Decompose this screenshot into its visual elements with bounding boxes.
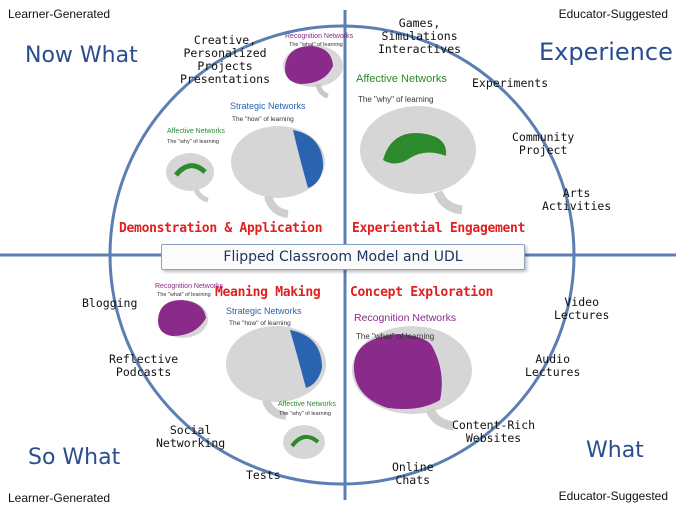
activity-line: Activities (542, 199, 612, 213)
activity-audio-lectures: Audio Lectures (525, 353, 580, 379)
brain-card-title: Strategic Networks (230, 101, 306, 111)
activity-line: Lectures (554, 308, 610, 322)
brain-icon (283, 425, 325, 459)
brain-icon (158, 300, 208, 338)
activity-reflective-podcasts: Reflective Podcasts (109, 353, 178, 379)
corner-label-top-left: Learner-Generated (8, 7, 111, 21)
activity-line: Project (518, 143, 568, 157)
activity-line: Podcasts (115, 365, 172, 379)
brain-card-subtitle: The "how" of learning (232, 116, 294, 123)
activity-line: Lectures (525, 365, 581, 379)
activity-line: Chats (395, 473, 431, 487)
activity-video-lectures: Video Lectures (554, 296, 609, 322)
brain-card-subtitle: The "why" of learning (358, 95, 434, 104)
activity-line: Interactives (378, 42, 462, 56)
activity-line: Simulations (381, 29, 458, 43)
brain-card-title: Recognition Networks (155, 283, 224, 290)
brain-card-subtitle: The "how" of learning (229, 320, 291, 327)
activity-line: Community (512, 130, 575, 144)
corner-label-bottom-right: Educator-Suggested (558, 489, 668, 503)
corner-label-bottom-left: Learner-Generated (8, 491, 111, 505)
activity-line: Content-Rich (452, 418, 536, 432)
activity-line: Games, (398, 16, 441, 30)
activity-line: Social (169, 423, 212, 437)
activity-content-websites: Content-Rich Websites (452, 419, 535, 445)
brain-card-title: Recognition Networks (285, 33, 354, 40)
activity-line: Blogging (82, 296, 138, 310)
activity-line: Online (392, 460, 434, 474)
brain-card-subtitle: The "why" of learning (279, 411, 331, 417)
brain-icon (352, 326, 472, 431)
phase-meaning-making: Meaning Making (215, 285, 321, 300)
phase-demonstration-application: Demonstration & Application (119, 221, 323, 236)
activity-line: Presentations (180, 72, 271, 86)
brain-icon (231, 126, 325, 218)
activity-line: Tests (246, 468, 281, 482)
activity-blogging: Blogging (82, 297, 137, 310)
activity-line: Video (564, 295, 599, 309)
brain-icon (283, 45, 343, 99)
corner-label-top-right: Educator-Suggested (558, 7, 668, 21)
activity-creative-projects: Creative, Personalized Projects Presenta… (180, 34, 270, 86)
brain-icon (226, 326, 326, 420)
brain-card-title: Affective Networks (356, 73, 447, 85)
activity-games-simulations: Games, Simulations Interactives (378, 17, 461, 56)
activity-community-project: Community Project (512, 131, 574, 157)
brain-icon (360, 106, 476, 215)
activity-line: Experiments (472, 76, 549, 90)
activity-tests: Tests (246, 469, 281, 482)
activity-line: Websites (465, 431, 522, 445)
brain-card-subtitle: The "what" of learning (289, 42, 343, 48)
activity-line: Creative, (193, 33, 257, 47)
activity-line: Personalized (183, 46, 267, 60)
brain-icon (166, 153, 214, 203)
quadrant-title-now-what: Now What (25, 43, 138, 68)
activity-line: Arts (562, 186, 591, 200)
activity-arts: Arts Activities (542, 187, 611, 213)
brain-card-title: Affective Networks (278, 401, 336, 408)
phase-concept-exploration: Concept Exploration (350, 285, 494, 300)
activity-online-chats: Online Chats (392, 461, 434, 487)
quadrant-title-what: What (586, 438, 644, 463)
brain-card-subtitle: The "why" of learning (167, 139, 219, 145)
activity-experiments: Experiments (472, 77, 548, 90)
activity-line: Audio (535, 352, 570, 366)
quadrant-title-so-what: So What (28, 445, 121, 470)
phase-experiential-engagement: Experiential Engagement (352, 221, 526, 236)
brain-card-subtitle: The "what" of learning (356, 332, 435, 341)
brain-card-title: Affective Networks (167, 128, 225, 135)
activity-line: Reflective (109, 352, 179, 366)
activity-line: Projects (197, 59, 253, 73)
brain-card-title: Strategic Networks (226, 306, 302, 316)
activity-social-networking: Social Networking (156, 424, 225, 450)
brain-card-subtitle: The "what" of learning (157, 292, 211, 298)
quadrant-title-experience: Experience (539, 38, 673, 66)
brain-card-title: Recognition Networks (354, 312, 457, 324)
activity-line: Networking (156, 436, 226, 450)
diagram-title-banner: Flipped Classroom Model and UDL (161, 244, 525, 270)
